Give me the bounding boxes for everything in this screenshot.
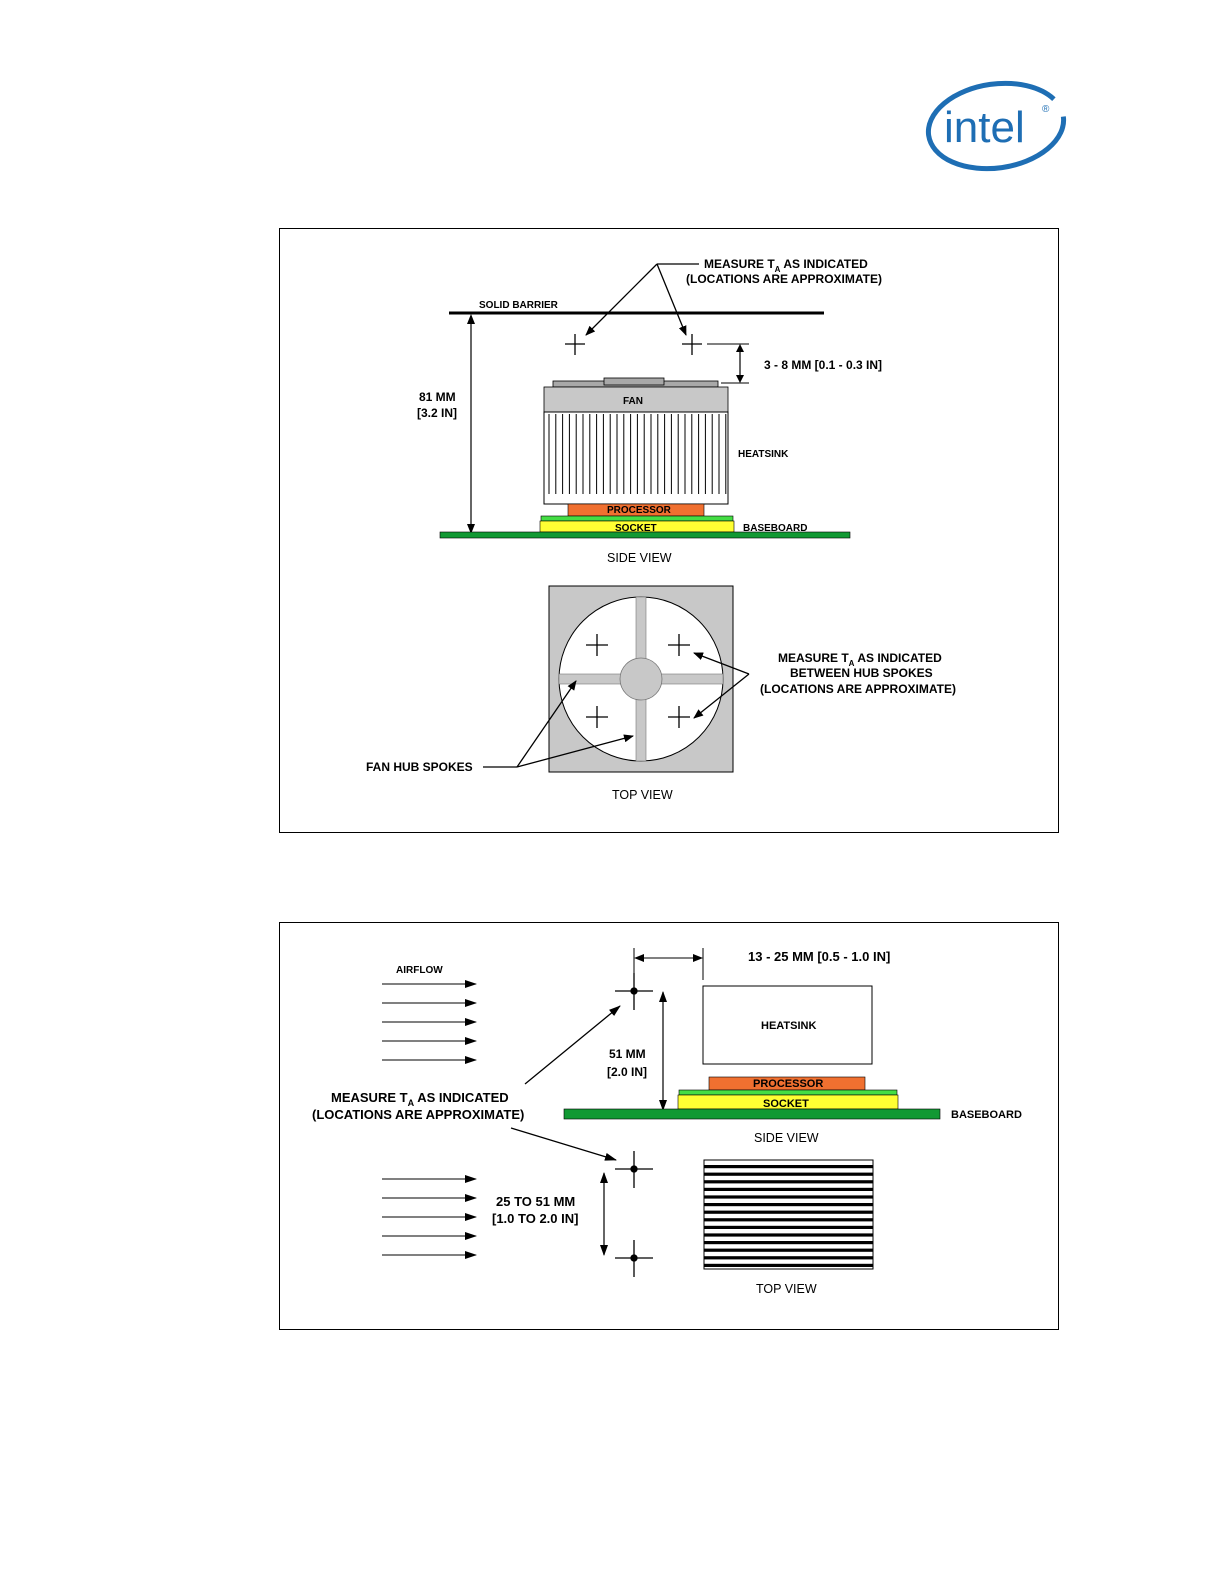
leader-arrow [693, 652, 750, 675]
gap-dimension-label: 3 - 8 MM [0.1 - 0.3 IN] [764, 358, 882, 372]
heatsink-label: HEATSINK [761, 1020, 816, 1032]
side-view-label: SIDE VIEW [754, 1131, 819, 1145]
fan-hub [619, 657, 663, 701]
socket-top [678, 1089, 898, 1096]
measurement-cross [668, 706, 690, 728]
heatsink-fin [704, 1180, 873, 1184]
heatsink-fin [704, 1225, 873, 1229]
heatsink-fin [704, 1195, 873, 1199]
measure-ta-hub-label: MEASURE TA AS INDICATED [778, 651, 942, 668]
measure-ta-label: MEASURE TA AS INDICATED [331, 1090, 509, 1108]
socket-top [540, 515, 734, 522]
horizontal-dimension-label: 13 - 25 MM [0.5 - 1.0 IN] [748, 949, 890, 964]
figure-active-heatsink: MEASURE TA AS INDICATED (LOCATIONS ARE A… [279, 228, 1059, 833]
leader-arrow [524, 1005, 621, 1085]
airflow-arrows [382, 980, 477, 1064]
top-view-label: TOP VIEW [612, 788, 673, 802]
height-label-inches: [3.2 IN] [417, 406, 457, 420]
locations-approximate-label: (LOCATIONS ARE APPROXIMATE) [760, 682, 956, 696]
leader-arrow [516, 734, 634, 768]
heatsink-label: HEATSINK [738, 449, 789, 460]
leader-arrow [656, 263, 687, 336]
leader-arrow [516, 680, 577, 768]
baseboard [563, 1108, 941, 1120]
height-label: 81 MM [419, 390, 456, 404]
airflow-arrows [382, 1175, 477, 1259]
locations-approximate-label: (LOCATIONS ARE APPROXIMATE) [686, 272, 882, 286]
measurement-cross [615, 973, 653, 1010]
fan-hub-spokes-label: FAN HUB SPOKES [366, 760, 473, 774]
baseboard-label: BASEBOARD [743, 523, 807, 534]
leader-arrow [585, 263, 658, 336]
measurement-cross [668, 634, 690, 656]
heatsink-body [702, 985, 873, 1065]
socket-label: SOCKET [615, 523, 657, 534]
heatsink-body [543, 411, 729, 505]
measurement-cross [682, 334, 702, 355]
solid-barrier-label: SOLID BARRIER [479, 300, 559, 311]
figure-passive-heatsink: AIRFLOW 13 - 25 MM [0.5 - 1.0 IN] 51 MM … [279, 922, 1059, 1330]
measurement-cross [565, 334, 585, 355]
heatsink-fin [704, 1248, 873, 1252]
processor-label: PROCESSOR [607, 505, 672, 516]
processor-label: PROCESSOR [753, 1078, 823, 1090]
spacing-label-inches: [1.0 TO 2.0 IN] [492, 1211, 578, 1226]
measurement-cross [586, 634, 608, 656]
leader-arrow [693, 673, 750, 719]
socket-label: SOCKET [763, 1098, 809, 1110]
fan-body [543, 386, 729, 413]
measurement-cross [586, 706, 608, 728]
heatsink-fin [704, 1218, 873, 1222]
figure-border [279, 922, 1059, 1330]
heatsink-fins [704, 1165, 873, 1267]
measure-ta-label: MEASURE TA AS INDICATED [704, 257, 868, 274]
heatsink-fin [704, 1263, 873, 1267]
fan-label: FAN [623, 396, 643, 407]
spacing-label: 25 TO 51 MM [496, 1194, 575, 1209]
measurement-cross [615, 1240, 653, 1277]
logo-registered-mark: ® [1042, 104, 1050, 115]
heatsink-top-view [703, 1159, 874, 1270]
heatsink-fin [704, 1165, 873, 1169]
fan-hub-center [603, 377, 665, 386]
intel-logo: intel ® [922, 76, 1072, 180]
between-hub-spokes-label: BETWEEN HUB SPOKES [790, 666, 933, 680]
height-label: 51 MM [609, 1047, 646, 1061]
height-label-inches: [2.0 IN] [607, 1065, 647, 1079]
heatsink-fin [704, 1210, 873, 1214]
heatsink-fin [704, 1172, 873, 1176]
logo-wordmark: intel [944, 103, 1025, 152]
airflow-label: AIRFLOW [396, 965, 443, 976]
top-view-label: TOP VIEW [756, 1282, 817, 1296]
baseboard [439, 531, 851, 539]
baseboard-label: BASEBOARD [951, 1109, 1022, 1121]
heatsink-fins [548, 414, 727, 494]
heatsink-fin [704, 1233, 873, 1237]
side-view-label: SIDE VIEW [607, 551, 672, 565]
leader-arrow [510, 1127, 617, 1161]
heatsink-fin [704, 1203, 873, 1207]
measurement-cross [615, 1151, 653, 1188]
heatsink-fin [704, 1256, 873, 1260]
locations-approximate-label: (LOCATIONS ARE APPROXIMATE) [312, 1107, 524, 1122]
heatsink-fin [704, 1187, 873, 1191]
heatsink-fin [704, 1241, 873, 1245]
